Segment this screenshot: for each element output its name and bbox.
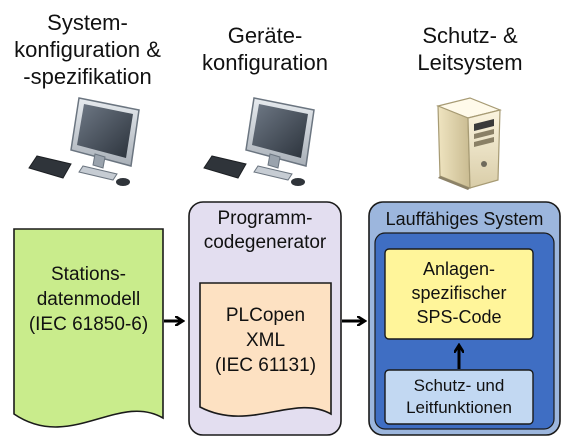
title-line: System- <box>47 10 128 35</box>
sps-code-box <box>384 248 534 340</box>
column-title-geraetekonfiguration: Geräte- konfiguration <box>185 22 345 76</box>
programmcodegenerator-title: Programm- codegenerator <box>189 207 341 255</box>
title-line: Geräte- <box>227 23 303 48</box>
plcopen-xml-label: PLCopen XML (IEC 61131) <box>200 303 331 378</box>
label-line: (IEC 61131) <box>214 355 317 376</box>
stationsdatenmodell-label: Stations- datenmodell (IEC 61850-6) <box>14 262 163 337</box>
server-tower-icon <box>436 97 502 190</box>
stationsdatenmodell-document <box>13 228 164 428</box>
label-line: Schutz- und <box>413 376 505 395</box>
label-line: Anlagen- <box>422 259 496 279</box>
title-line: konfiguration <box>202 50 328 75</box>
title-line: konfiguration & <box>14 37 161 62</box>
label-line: spezifischer <box>411 283 507 303</box>
desktop-computer-icon <box>28 97 140 186</box>
label-line: codegenerator <box>203 232 327 253</box>
label-line: Leitfunktionen <box>406 398 512 417</box>
label-line: datenmodell <box>36 289 141 310</box>
label-line: XML <box>245 330 286 351</box>
leitfunktionen-label: Schutz- und Leitfunktionen <box>385 375 533 419</box>
title-line: -spezifikation <box>23 64 152 89</box>
desktop-computer-icon <box>203 97 315 186</box>
plcopen-xml-document <box>199 282 332 417</box>
leitfunktionen-box <box>384 369 534 425</box>
label-line: PLCopen <box>225 305 306 326</box>
label-line: Stations- <box>51 264 126 285</box>
label-line: Programm- <box>217 208 313 229</box>
column-title-systemkonfiguration: System- konfiguration & -spezifikation <box>0 9 175 90</box>
label-line: SPS-Code <box>416 307 502 327</box>
sps-code-label: Anlagen- spezifischer SPS-Code <box>385 257 533 329</box>
title-line: Leitsystem <box>417 50 523 75</box>
column-title-schutz-leitsystem: Schutz- & Leitsystem <box>385 22 555 76</box>
label-line: Lauffähiges System <box>385 209 544 229</box>
lauffaehiges-system-title: Lauffähiges System <box>369 207 560 231</box>
label-line: (IEC 61850-6) <box>28 314 149 335</box>
title-line: Schutz- & <box>422 23 518 48</box>
